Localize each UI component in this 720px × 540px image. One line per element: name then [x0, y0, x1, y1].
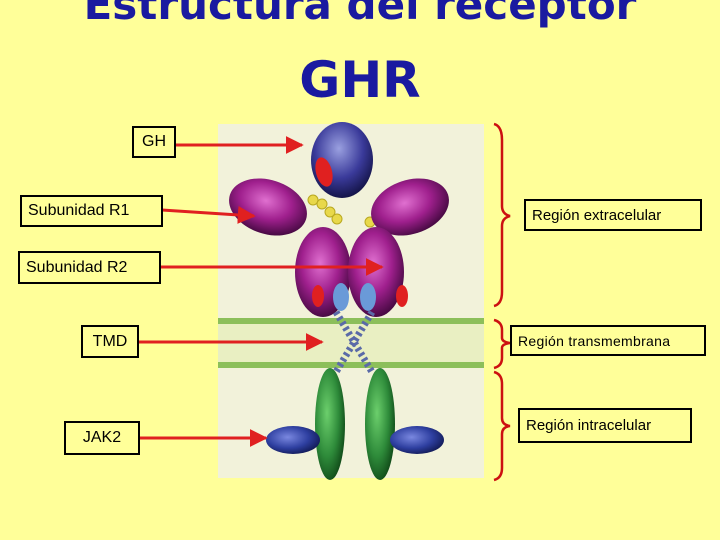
- label-gh: GH: [132, 126, 176, 158]
- label-region-intracelular: Región intracelular: [518, 408, 692, 443]
- receptor-red-left: [312, 285, 324, 307]
- receptor-blue-right: [360, 283, 376, 311]
- pointer-arrows: [138, 136, 384, 447]
- intracellular-domain-left: [315, 368, 345, 480]
- membrane-top-line: [218, 318, 484, 324]
- receptor-blue-left: [333, 283, 349, 311]
- label-jak2: JAK2: [64, 421, 140, 455]
- label-tmd: TMD: [81, 325, 139, 358]
- label-region-transmembrana: Región transmembrana: [510, 325, 706, 356]
- region-brackets: [493, 122, 511, 482]
- membrane-bottom-line: [218, 362, 484, 368]
- receptor-red-right: [396, 285, 408, 307]
- title-line-2: GHR: [299, 51, 421, 109]
- label-subunidad-r1: Subunidad R1: [20, 195, 163, 227]
- bracket-intracellular: [493, 370, 511, 482]
- title-line-1: Estructura del receptor: [83, 0, 637, 29]
- receptor-r1-right-upper: [371, 178, 449, 236]
- label-subunidad-r2: Subunidad R2: [18, 251, 161, 284]
- receptor-r2-right-lower: [348, 227, 404, 317]
- gh-red-site: [315, 157, 333, 187]
- label-region-extracelular: Región extracelular: [524, 199, 702, 231]
- jak2-left: [266, 426, 320, 454]
- intracellular-domain-right: [365, 368, 395, 480]
- arrow-r1: [161, 205, 256, 224]
- bracket-transmembrane: [493, 318, 511, 370]
- jak2-right: [390, 426, 444, 454]
- bracket-extracellular: [493, 122, 511, 308]
